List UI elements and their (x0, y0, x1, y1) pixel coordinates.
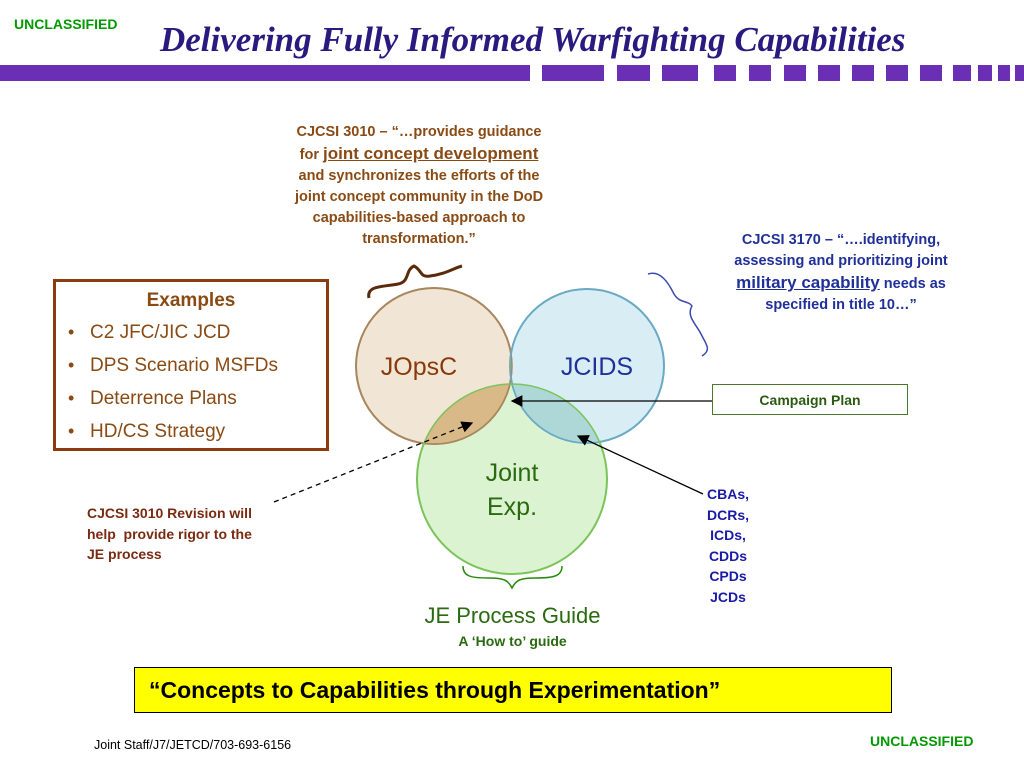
title-bar-segment (749, 65, 771, 81)
capability-document: JCDs (710, 588, 746, 605)
capability-document: DCRs, (706, 506, 749, 523)
bullet-icon: • (68, 421, 75, 441)
title-bar-segment (0, 65, 530, 81)
capability-documents-list: CBAs, DCRs, ICDs, CDDs CPDs JCDs (695, 484, 761, 607)
overlap-jcids-jointexp (510, 384, 607, 443)
je-process-guide-subtitle: A ‘How to’ guide (458, 633, 567, 649)
joint-exp-label-line2: Exp. (487, 493, 537, 521)
arrow-cbas (576, 435, 704, 495)
title-bar-segment (784, 65, 806, 81)
quote-3010-line: capabilities-based approach to (312, 210, 526, 226)
brace-joint-exp (462, 565, 563, 590)
quote-3170-line: military capability needs as (736, 273, 946, 292)
quote-cjcsi-3170: CJCSI 3170 – “….identifying, assessing a… (698, 230, 984, 316)
quote-3010-line: joint concept community in the DoD (294, 189, 544, 205)
capability-document: CDDs (708, 547, 748, 564)
revision-note: CJCSI 3010 Revision will help provide ri… (87, 503, 307, 565)
examples-item: •DPS Scenario MSFDs (68, 349, 326, 382)
examples-list: •C2 JFC/JIC JCD •DPS Scenario MSFDs •Det… (56, 316, 326, 448)
title-bar-segment (542, 65, 604, 81)
campaign-plan-box: Campaign Plan (712, 384, 908, 415)
joint-concept-development-link: joint concept development (323, 144, 539, 163)
bullet-icon: • (68, 355, 75, 375)
footer-source: Joint Staff/J7/JETCD/703-693-6156 (94, 738, 292, 752)
quote-3010-line: for joint concept development (299, 144, 539, 163)
examples-item: •HD/CS Strategy (68, 415, 326, 448)
quote-3170-line: specified in title 10…” (765, 297, 917, 313)
concepts-banner: “Concepts to Capabilities through Experi… (134, 667, 892, 713)
revision-note-line: JE process (87, 546, 162, 562)
examples-item: •Deterrence Plans (68, 382, 326, 415)
jcids-label: JCIDS (561, 353, 633, 381)
examples-item: •C2 JFC/JIC JCD (68, 316, 326, 349)
examples-box: Examples •C2 JFC/JIC JCD •DPS Scenario M… (53, 279, 329, 451)
quote-3170-line: CJCSI 3170 – “….identifying, (741, 232, 941, 248)
title-bar-segment (662, 65, 698, 81)
jopsc-label: JOpsC (381, 353, 457, 381)
quote-3010-line: CJCSI 3010 – “…provides guidance (296, 124, 542, 140)
title-bar-segment (852, 65, 874, 81)
title-bar-segment (953, 65, 971, 81)
classification-bottom: UNCLASSIFIED (870, 733, 974, 749)
quote-3010-line: transformation.” (362, 231, 476, 247)
title-bar-segment (886, 65, 908, 81)
examples-heading: Examples (146, 290, 236, 311)
title-bar-segment (920, 65, 942, 81)
title-bar-segment (617, 65, 650, 81)
revision-note-line: CJCSI 3010 Revision will (87, 505, 252, 521)
quote-3170-line: assessing and prioritizing joint (734, 253, 948, 269)
title-bar-segment (978, 65, 992, 81)
quote-cjcsi-3010: CJCSI 3010 – “…provides guidance for joi… (262, 122, 576, 250)
title-bar-segment (714, 65, 736, 81)
brace-jopsc (367, 264, 463, 299)
title-bar (0, 65, 1024, 81)
capability-document: CBAs, (706, 486, 749, 502)
capability-document: CPDs (709, 568, 747, 584)
je-process-guide-title: JE Process Guide (424, 603, 601, 628)
bullet-icon: • (68, 388, 75, 408)
title-bar-segment (818, 65, 840, 81)
title-bar-segment (1015, 65, 1024, 81)
military-capability-link: military capability (736, 273, 880, 292)
title-bar-segment (998, 65, 1010, 81)
joint-exp-label-line1: Joint (486, 459, 539, 487)
revision-note-line: help provide rigor to the (87, 525, 252, 542)
classification-top: UNCLASSIFIED (14, 16, 118, 32)
quote-3010-line: and synchronizes the efforts of the (298, 168, 540, 184)
bullet-icon: • (68, 322, 75, 342)
brace-jcids (647, 272, 709, 357)
page-title: Delivering Fully Informed Warfighting Ca… (160, 20, 906, 59)
capability-document: ICDs, (710, 527, 746, 543)
